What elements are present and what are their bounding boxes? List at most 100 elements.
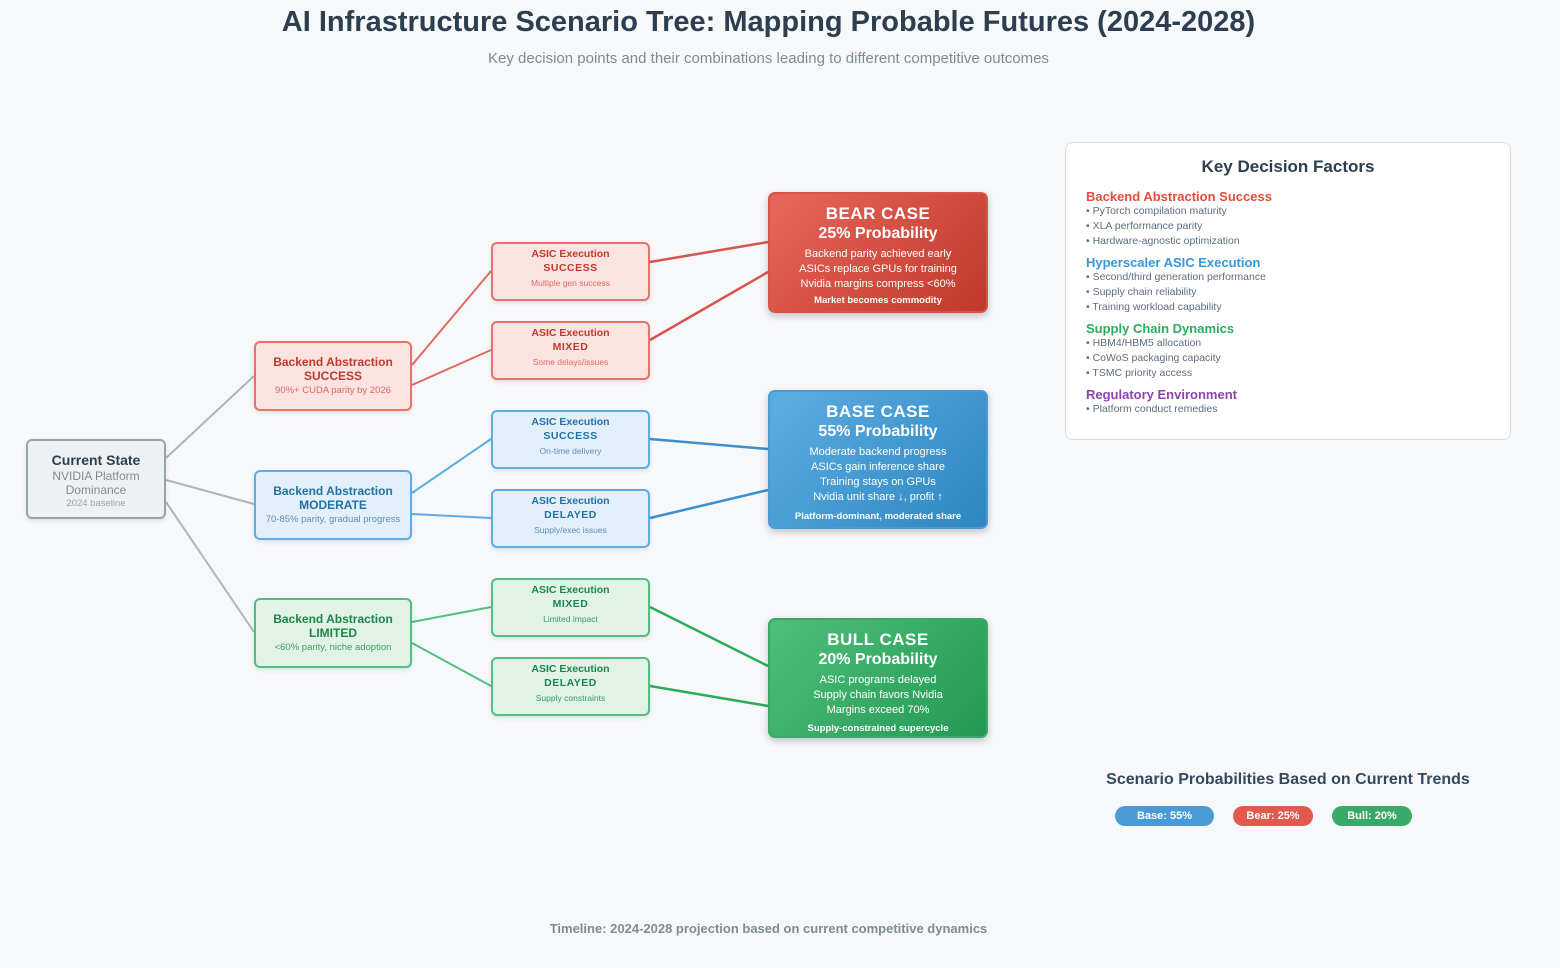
node-asic-4-status: DELAYED	[544, 509, 597, 521]
factor-item: • XLA performance parity	[1086, 220, 1203, 232]
outcome-base-title: BASE CASE	[826, 402, 930, 421]
node-backend-limited-detail: <60% parity, niche adoption	[274, 642, 392, 653]
link-limited-asic5	[411, 606, 492, 623]
outcome-bear-line: Nvidia margins compress <60%	[800, 278, 956, 290]
node-backend-moderate-title: Backend Abstraction	[273, 484, 393, 498]
outcome-bear-line: ASICs replace GPUs for training	[799, 263, 957, 275]
factor-group-backend: Backend Abstraction Success • PyTorch co…	[1086, 189, 1490, 249]
outcome-bull-line: Supply chain favors Nvidia	[813, 689, 943, 701]
page-subtitle: Key decision points and their combinatio…	[488, 50, 1049, 67]
node-backend-moderate-detail: 70-85% parity, gradual progress	[265, 514, 401, 525]
outcome-base-case: BASE CASE 55% Probability Moderate backe…	[768, 390, 988, 529]
outcome-bull-probability: 20% Probability	[818, 651, 938, 668]
node-asic-1-status: SUCCESS	[543, 262, 598, 274]
node-backend-success: Backend Abstraction SUCCESS 90%+ CUDA pa…	[254, 341, 412, 411]
node-asic-5-detail: Limited impact	[543, 614, 598, 624]
factor-group-supply: Supply Chain Dynamics • HBM4/HBM5 alloca…	[1086, 321, 1490, 381]
node-asic-6-title: ASIC Execution	[531, 663, 610, 675]
node-asic-2-detail: Some delays/issues	[532, 357, 609, 367]
node-asic-3-status: SUCCESS	[543, 430, 598, 442]
node-current-state-line1: NVIDIA Platform	[52, 469, 140, 483]
factor-item: • Second/third generation performance	[1086, 271, 1266, 283]
node-asic-3: ASIC Execution SUCCESS On-time delivery	[491, 410, 650, 469]
node-backend-limited-status: LIMITED	[309, 626, 357, 640]
outcome-bear-summary: Market becomes commodity	[814, 295, 942, 306]
probabilities-title: Scenario Probabilities Based on Current …	[1106, 771, 1470, 788]
factor-item: • TSMC priority access	[1086, 367, 1193, 379]
factors-title: Key Decision Factors	[1201, 157, 1375, 176]
node-asic-1-title: ASIC Execution	[531, 248, 610, 260]
timeline-footer: Timeline: 2024-2028 projection based on …	[549, 921, 988, 936]
outcome-bear-case: BEAR CASE 25% Probability Backend parity…	[768, 192, 988, 313]
node-asic-4-title: ASIC Execution	[531, 495, 610, 507]
link-asic5-bull	[649, 605, 769, 668]
outcome-bull-case: BULL CASE 20% Probability ASIC programs …	[768, 618, 988, 738]
node-asic-3-detail: On-time delivery	[539, 446, 602, 456]
outcome-base-line: Moderate backend progress	[809, 446, 947, 458]
factor-heading: Regulatory Environment	[1086, 387, 1237, 402]
node-asic-6-status: DELAYED	[544, 677, 597, 689]
link-success-asic1	[411, 270, 492, 366]
link-asic6-bull	[649, 684, 769, 708]
key-decision-factors-panel: Key Decision Factors Backend Abstraction…	[1065, 142, 1511, 440]
pill-base: Base: 55%	[1115, 806, 1214, 826]
link-root-success	[165, 375, 255, 459]
node-backend-limited: Backend Abstraction LIMITED <60% parity,…	[254, 598, 412, 668]
factor-item: • Platform conduct remedies	[1086, 403, 1218, 415]
link-asic3-base	[649, 437, 769, 451]
node-backend-success-detail: 90%+ CUDA parity by 2026	[275, 385, 391, 396]
node-asic-4: ASIC Execution DELAYED Supply/exec issue…	[491, 489, 650, 548]
node-asic-1: ASIC Execution SUCCESS Multiple gen succ…	[491, 242, 650, 301]
factor-heading: Hyperscaler ASIC Execution	[1086, 255, 1261, 270]
outcome-bull-title: BULL CASE	[827, 630, 929, 649]
outcome-bull-summary: Supply-constrained supercycle	[807, 723, 949, 734]
outcome-bull-line: ASIC programs delayed	[819, 674, 937, 686]
pill-bull: Bull: 20%	[1332, 806, 1412, 826]
node-backend-limited-title: Backend Abstraction	[273, 612, 393, 626]
factor-group-asic: Hyperscaler ASIC Execution • Second/thir…	[1086, 255, 1490, 315]
node-asic-2: ASIC Execution MIXED Some delays/issues	[491, 321, 650, 380]
node-current-state: Current State NVIDIA Platform Dominance …	[26, 439, 166, 519]
node-backend-moderate-status: MODERATE	[299, 498, 367, 512]
node-asic-5-title: ASIC Execution	[531, 584, 610, 596]
outcome-base-line: Training stays on GPUs	[820, 476, 936, 488]
link-limited-asic6	[411, 642, 492, 687]
node-current-state-title: Current State	[51, 452, 141, 468]
node-asic-5-status: MIXED	[552, 598, 589, 610]
node-asic-4-detail: Supply/exec issues	[534, 525, 607, 535]
outcome-bear-probability: 25% Probability	[818, 225, 938, 242]
factor-heading: Backend Abstraction Success	[1086, 189, 1272, 204]
node-asic-6: ASIC Execution DELAYED Supply constraint…	[491, 657, 650, 716]
factor-item: • Hardware-agnostic optimization	[1086, 235, 1240, 247]
outcome-bear-line: Backend parity achieved early	[804, 248, 952, 260]
node-backend-moderate: Backend Abstraction MODERATE 70-85% pari…	[254, 470, 412, 540]
link-root-moderate	[165, 479, 255, 505]
factor-item: • CoWoS packaging capacity	[1086, 352, 1221, 364]
outcome-base-probability: 55% Probability	[818, 423, 938, 440]
factor-item: • HBM4/HBM5 allocation	[1086, 337, 1202, 349]
outcome-base-line: Nvidia unit share ↓, profit ↑	[813, 491, 943, 503]
page-title: AI Infrastructure Scenario Tree: Mapping…	[281, 6, 1256, 38]
outcome-bear-title: BEAR CASE	[825, 204, 931, 223]
link-moderate-asic4	[411, 513, 492, 519]
node-current-state-line2: Dominance	[65, 483, 127, 497]
factor-item: • PyTorch compilation maturity	[1086, 205, 1227, 217]
node-asic-2-status: MIXED	[552, 341, 589, 353]
node-backend-success-status: SUCCESS	[303, 369, 362, 383]
outcome-bull-line: Margins exceed 70%	[826, 704, 930, 716]
factor-item: • Training workload capability	[1086, 301, 1222, 313]
outcome-base-summary: Platform-dominant, moderated share	[794, 511, 962, 522]
node-asic-6-detail: Supply constraints	[535, 693, 606, 703]
link-success-asic2	[411, 349, 492, 386]
outcome-base-line: ASICs gain inference share	[811, 461, 945, 473]
node-backend-success-title: Backend Abstraction	[273, 355, 393, 369]
pill-bear: Bear: 25%	[1233, 806, 1313, 826]
link-asic2-bear	[649, 270, 769, 342]
link-root-limited	[165, 501, 255, 633]
link-moderate-asic3	[411, 438, 492, 494]
factor-group-regulatory: Regulatory Environment • Platform conduc…	[1086, 387, 1490, 417]
node-asic-1-detail: Multiple gen success	[531, 278, 610, 288]
link-asic4-base	[649, 488, 769, 520]
factor-heading: Supply Chain Dynamics	[1086, 321, 1235, 336]
